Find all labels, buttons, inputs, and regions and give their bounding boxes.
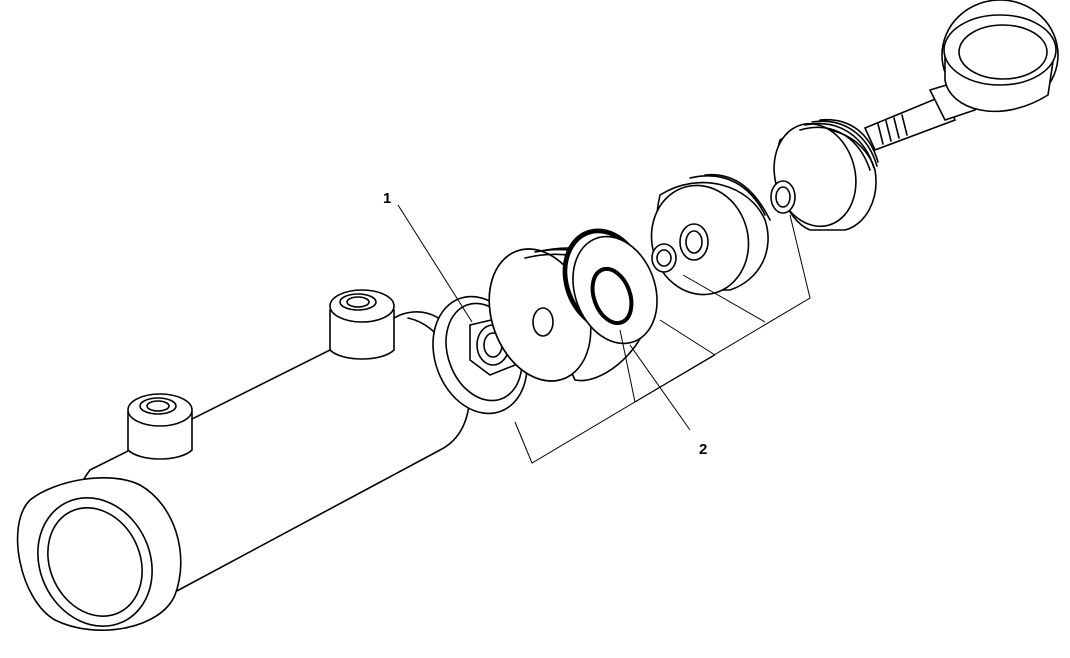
- piston-seal: [562, 228, 658, 345]
- rod-end: [863, 0, 1059, 152]
- cylinder-body: [16, 289, 471, 631]
- callout-label-2: 2: [699, 441, 708, 458]
- gland: [650, 173, 771, 296]
- port-left: [127, 393, 193, 460]
- port-right: [329, 289, 395, 360]
- callout-leaders: [397, 204, 811, 464]
- head-cap: [770, 118, 879, 231]
- callout-label-1: 1: [383, 190, 392, 207]
